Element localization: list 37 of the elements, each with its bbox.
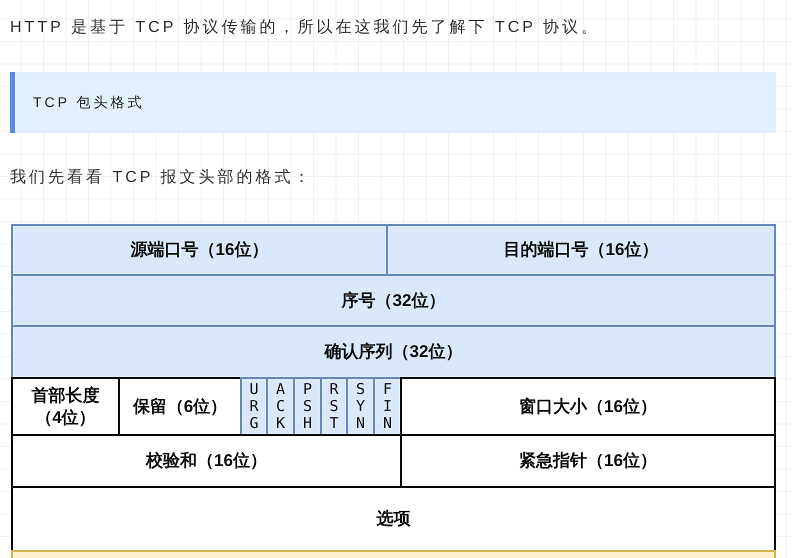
field-name: 校验和（16位） [146, 450, 267, 472]
field-name: 源端口号（16位） [130, 239, 268, 261]
header-field-block [386, 224, 776, 276]
section-heading: TCP 包头格式 [33, 94, 145, 112]
flag-bit-block [346, 377, 375, 436]
header-field-block [400, 434, 776, 488]
flag-name: PSH [302, 380, 314, 432]
header-field-block [118, 377, 242, 436]
paragraph-text: HTTP 是基于 TCP 协议传输的，所以在这我们先了解下 TCP 协议。 [10, 18, 600, 38]
header-field-block [11, 224, 388, 276]
flag-bit-block [293, 377, 322, 436]
field-name: 紧急指针（16位） [519, 450, 657, 472]
field-name: 选项 [376, 508, 410, 530]
flag-name: SYN [354, 380, 366, 432]
flag-name: URG [248, 380, 260, 432]
callout-band [10, 72, 776, 133]
field-name: 确认序列（32位） [324, 341, 462, 363]
header-field-block [11, 377, 120, 436]
field-name: 窗口大小（16位） [519, 396, 657, 418]
field-name: 保留（6位） [132, 396, 228, 418]
flag-name: FIN [382, 380, 394, 432]
partial-field-block [11, 550, 776, 558]
header-field-block [11, 434, 402, 488]
paragraph-text: 我们先看看 TCP 报文头部的格式： [10, 168, 313, 188]
flag-name: RST [328, 380, 340, 432]
header-field-block [11, 274, 776, 327]
header-field-block [11, 325, 776, 379]
field-name: 首部长度（4位） [30, 384, 100, 428]
field-name: 目的端口号（16位） [504, 239, 658, 261]
flag-name: ACK [274, 380, 286, 432]
field-name: 序号（32位） [342, 290, 446, 312]
flag-bit-block [240, 377, 268, 436]
header-field-block [11, 486, 776, 552]
flag-bit-block [320, 377, 348, 436]
flag-bit-block [373, 377, 402, 436]
header-field-block [400, 377, 776, 436]
flag-bit-block [266, 377, 295, 436]
